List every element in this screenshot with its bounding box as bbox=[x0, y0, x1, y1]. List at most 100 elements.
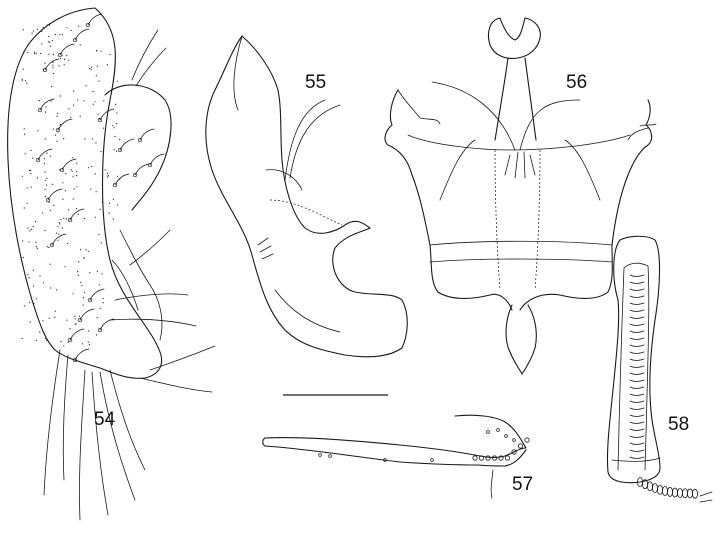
stipple-dot bbox=[22, 29, 24, 31]
stipple-dot bbox=[28, 241, 30, 243]
fig54-bristles bbox=[35, 13, 165, 363]
stipple-dot bbox=[88, 343, 91, 346]
stipple-dot bbox=[73, 188, 75, 190]
stipple-dot bbox=[98, 234, 100, 236]
stipple-dot bbox=[50, 287, 52, 289]
stipple-dot bbox=[52, 61, 54, 63]
bristle bbox=[134, 163, 150, 176]
stipple-dot bbox=[32, 226, 34, 228]
stipple-dot bbox=[97, 113, 99, 115]
stipple-dot bbox=[108, 212, 110, 214]
stipple-dot bbox=[46, 24, 49, 26]
stipple-dot bbox=[33, 51, 36, 53]
stipple-dot bbox=[26, 187, 28, 189]
stipple-dot bbox=[64, 266, 66, 268]
stipple-dot bbox=[42, 212, 44, 214]
stipple-dot bbox=[83, 257, 85, 259]
stipple-dot bbox=[95, 49, 98, 52]
stipple-dot bbox=[54, 134, 57, 136]
stipple-dot bbox=[68, 209, 70, 211]
figure-55-drawing bbox=[205, 35, 408, 358]
stipple-dot bbox=[109, 53, 111, 56]
stipple-dot bbox=[67, 341, 69, 343]
stipple-dot bbox=[35, 339, 38, 341]
stipple-dot bbox=[57, 239, 59, 241]
stipple-dot bbox=[60, 218, 62, 221]
stipple-dot bbox=[61, 34, 64, 36]
stipple-dot bbox=[23, 128, 25, 130]
stipple-dot bbox=[79, 115, 81, 117]
stipple-dot bbox=[42, 320, 44, 322]
stipple-dot bbox=[112, 125, 114, 127]
stipple-dot bbox=[95, 334, 98, 336]
stipple-dot bbox=[108, 202, 111, 204]
stipple-dot bbox=[44, 171, 46, 173]
stipple-dot bbox=[117, 175, 119, 177]
stipple-dot bbox=[49, 45, 52, 47]
stipple-dot bbox=[35, 246, 38, 248]
stipple-dot bbox=[26, 82, 28, 84]
stipple-dot bbox=[81, 285, 83, 287]
stipple-dot bbox=[99, 118, 101, 120]
stipple-dot bbox=[36, 298, 38, 300]
bristle bbox=[69, 328, 85, 341]
stipple-dot bbox=[44, 195, 46, 198]
stipple-dot bbox=[77, 213, 79, 215]
stipple-dot bbox=[95, 75, 97, 77]
stipple-dot bbox=[39, 275, 41, 277]
stipple-dot bbox=[33, 53, 36, 55]
stipple-dot bbox=[63, 138, 65, 140]
fig57-outline bbox=[262, 414, 527, 467]
stipple-dot bbox=[21, 79, 23, 81]
stipple-dot bbox=[23, 51, 25, 53]
stipple-dot bbox=[65, 218, 68, 220]
stipple-dot bbox=[88, 167, 90, 169]
stipple-dot bbox=[32, 30, 35, 32]
stipple-dot bbox=[107, 175, 109, 177]
stipple-dot bbox=[82, 304, 84, 306]
stipple-dot bbox=[38, 100, 40, 102]
stipple-dot bbox=[49, 209, 51, 211]
figure-label-54: 54 bbox=[94, 409, 116, 430]
stipple-dot bbox=[51, 183, 54, 185]
stipple-dot bbox=[39, 52, 42, 55]
stipple-dot bbox=[79, 249, 82, 251]
stipple-dot bbox=[55, 289, 58, 291]
stipple-dot bbox=[35, 52, 37, 54]
bristle bbox=[99, 318, 115, 331]
stipple-dot bbox=[56, 140, 58, 142]
stipple-dot bbox=[32, 269, 35, 271]
stipple-dot bbox=[68, 108, 70, 110]
stipple-dot bbox=[63, 345, 65, 347]
stipple-dot bbox=[100, 150, 102, 153]
stipple-dot bbox=[36, 177, 39, 179]
stipple-dot bbox=[116, 204, 118, 206]
stipple-dot bbox=[101, 201, 103, 203]
stipple-dot bbox=[64, 58, 66, 60]
stipple-dot bbox=[50, 100, 52, 102]
stipple-dot bbox=[29, 230, 31, 232]
stipple-dot bbox=[48, 53, 50, 55]
stipple-dot bbox=[70, 116, 72, 118]
stipple-dot bbox=[63, 64, 65, 66]
bristle bbox=[149, 153, 165, 166]
stipple-dot bbox=[48, 201, 50, 203]
stipple-dot bbox=[85, 249, 87, 251]
stipple-dot bbox=[57, 225, 59, 227]
stipple-dot bbox=[23, 305, 25, 307]
figure-57-drawing bbox=[262, 414, 530, 499]
bristle bbox=[139, 128, 155, 141]
stipple-dot bbox=[22, 256, 24, 259]
stipple-dot bbox=[90, 68, 92, 70]
figure-label-58: 58 bbox=[668, 414, 689, 435]
stipple-dot bbox=[64, 190, 66, 192]
stipple-dot bbox=[113, 127, 115, 129]
bristle bbox=[69, 208, 85, 221]
stipple-dot bbox=[53, 72, 55, 75]
stipple-dot bbox=[58, 222, 60, 224]
stipple-dot bbox=[77, 271, 79, 273]
stipple-dot bbox=[28, 277, 30, 279]
stipple-dot bbox=[90, 66, 92, 68]
stipple-dot bbox=[68, 59, 70, 61]
stipple-dot bbox=[76, 175, 78, 177]
